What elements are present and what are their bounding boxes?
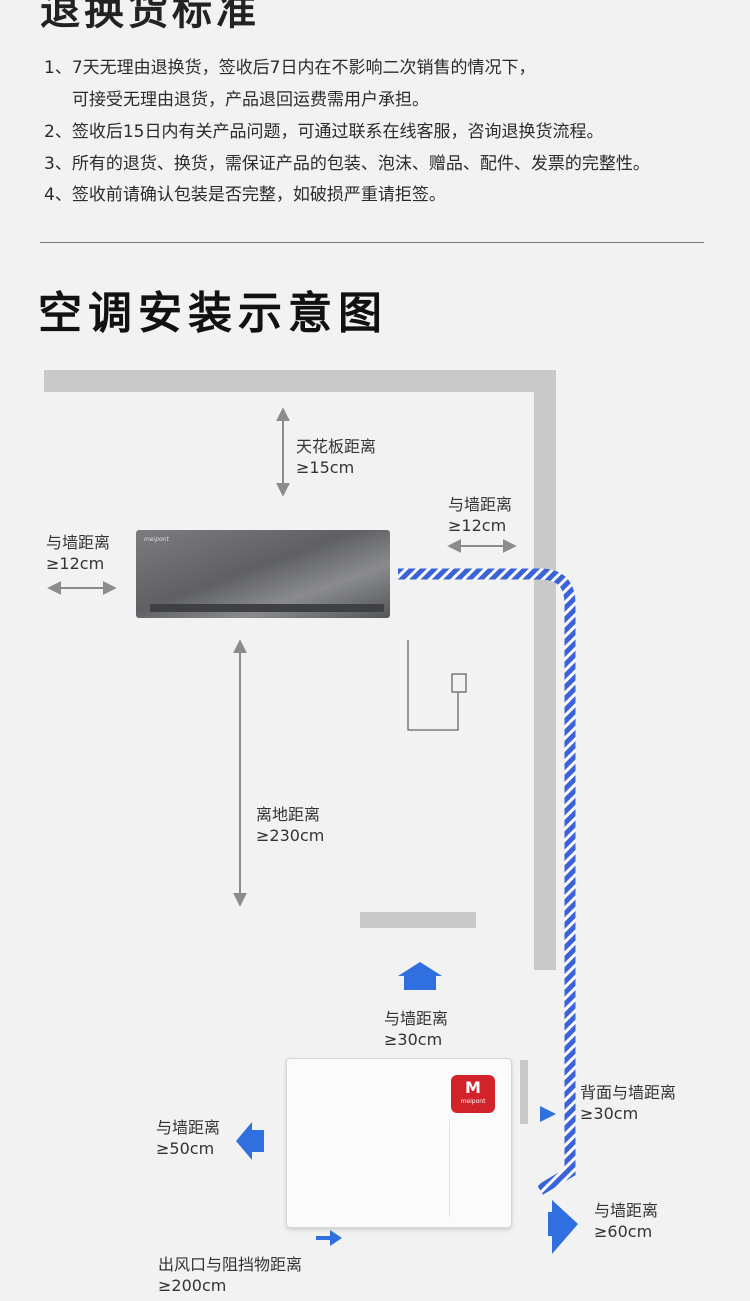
indoor-vent xyxy=(150,604,384,612)
floor-distance-title: 离地距离 xyxy=(256,805,321,824)
outdoor-top-label: 与墙距离 ≥30cm xyxy=(384,1008,448,1050)
back-arrow xyxy=(540,1106,556,1122)
outdoor-right-value: ≥60cm xyxy=(594,1222,653,1241)
up-arrow xyxy=(398,962,442,990)
rule-1-cont: 可接受无理由退货，产品退回运费需用户承担。 xyxy=(72,90,429,110)
outdoor-right-title: 与墙距离 xyxy=(594,1201,659,1220)
ceiling-distance-title: 天花板距离 xyxy=(296,437,377,456)
install-title: 空调安装示意图 xyxy=(38,288,388,339)
outdoor-back-value: ≥30cm xyxy=(580,1104,639,1123)
right-arrow xyxy=(548,1200,578,1254)
outdoor-back-title: 背面与墙距离 xyxy=(580,1083,677,1102)
rule-4: 4、签收前请确认包装是否完整，如破损严重请拒签。 xyxy=(44,185,446,205)
rule-1: 1、7天无理由退换货，签收后7日内在不影响二次销售的情况下， xyxy=(44,58,536,78)
rule-3: 3、所有的退货、换货，需保证产品的包装、泡沫、赠品、配件、发票的完整性。 xyxy=(44,154,650,174)
ceiling-distance-label: 天花板距离 ≥15cm xyxy=(296,436,376,478)
logo-icon: M xyxy=(465,1078,481,1097)
wall-left-value: ≥12cm xyxy=(46,554,105,573)
wall-right-title: 与墙距离 xyxy=(448,495,513,514)
wall-left-title: 与墙距离 xyxy=(46,533,111,552)
outdoor-side-panel xyxy=(449,1121,500,1217)
wall-right-label: 与墙距离 ≥12cm xyxy=(448,494,512,536)
wall-left-label: 与墙距离 ≥12cm xyxy=(46,532,110,574)
outdoor-brand: meipont xyxy=(460,1098,486,1105)
outdoor-top-value: ≥30cm xyxy=(384,1030,443,1049)
outlet-distance-label: 出风口与阻挡物距离 ≥200cm xyxy=(158,1254,302,1296)
power-socket xyxy=(451,673,467,693)
wall-right-value: ≥12cm xyxy=(448,516,507,535)
floor-slab xyxy=(360,912,476,928)
refrigerant-pipe xyxy=(398,568,576,1195)
outlet-distance-value: ≥200cm xyxy=(158,1276,227,1295)
outdoor-right-label: 与墙距离 ≥60cm xyxy=(594,1200,658,1242)
left-arrow xyxy=(236,1122,264,1160)
outdoor-left-title: 与墙距离 xyxy=(156,1118,221,1137)
section-divider xyxy=(40,242,704,243)
outdoor-unit: M meipont xyxy=(286,1058,512,1228)
outdoor-wall-right xyxy=(520,1060,528,1124)
outdoor-left-label: 与墙距离 ≥50cm xyxy=(156,1117,220,1159)
outlet-distance-title: 出风口与阻挡物距离 xyxy=(158,1255,303,1274)
indoor-unit: meipont xyxy=(136,530,390,618)
floor-distance-value: ≥230cm xyxy=(256,826,325,845)
floor-distance-label: 离地距离 ≥230cm xyxy=(256,804,324,846)
outdoor-back-label: 背面与墙距离 ≥30cm xyxy=(580,1082,676,1124)
brand-logo: M meipont xyxy=(451,1075,495,1113)
rule-2: 2、签收后15日内有关产品问题，可通过联系在线客服，咨询退换货流程。 xyxy=(44,122,604,142)
ceiling-distance-value: ≥15cm xyxy=(296,458,355,477)
outdoor-left-value: ≥50cm xyxy=(156,1139,215,1158)
outdoor-top-title: 与墙距离 xyxy=(384,1009,449,1028)
indoor-brand: meipont xyxy=(144,536,169,543)
power-cable xyxy=(407,640,459,731)
returns-title: 退换货标准 xyxy=(40,0,260,34)
outlet-arrow xyxy=(316,1230,342,1246)
